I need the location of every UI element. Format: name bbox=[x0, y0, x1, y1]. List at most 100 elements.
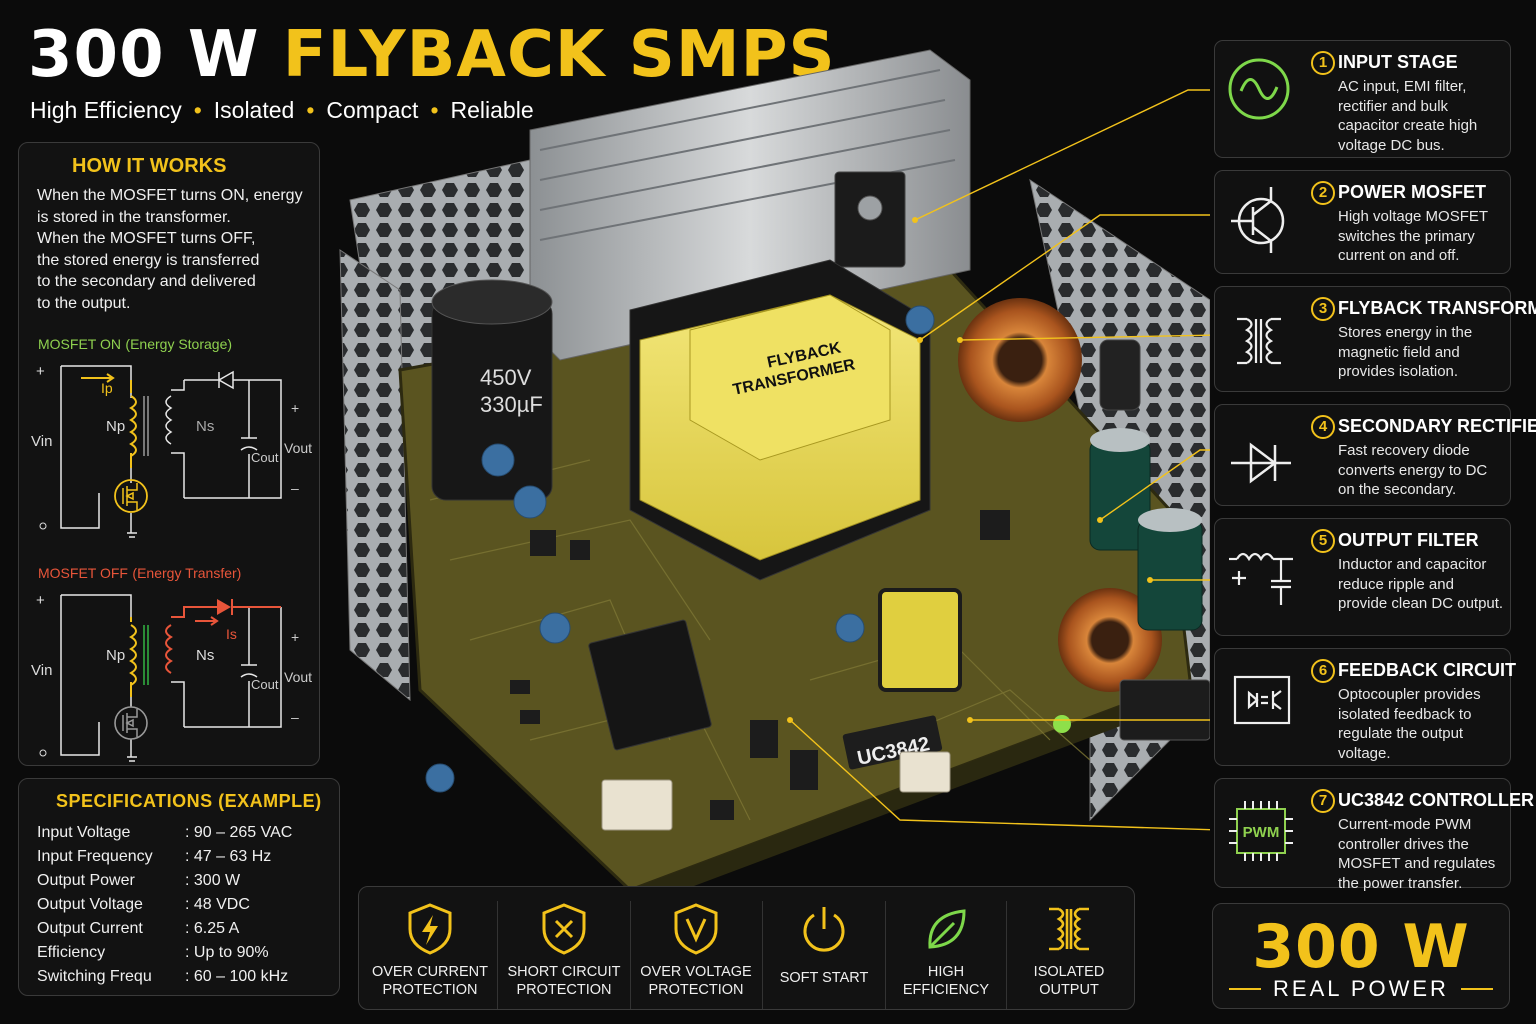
mosfet-on-schematic: + Vin Np Ns Ip Cout Vout + – bbox=[31, 363, 312, 538]
bullet-dot-icon: • bbox=[306, 97, 315, 123]
spec-label: Output Voltage bbox=[37, 896, 143, 913]
text-line: to the secondary and delivered bbox=[37, 273, 256, 291]
mosfet-off-heading: MOSFET OFF (Energy Transfer) bbox=[38, 565, 241, 583]
spec-value: : 300 W bbox=[185, 872, 241, 889]
feature-label-line: PROTECTION bbox=[382, 982, 478, 998]
ceramic-capacitors bbox=[425, 305, 935, 793]
mosfet-on-note: (Energy Storage) bbox=[125, 336, 233, 352]
flyback-transformer: FLYBACK TRANSFORMER bbox=[629, 259, 931, 581]
schematic-np: Np bbox=[106, 418, 125, 435]
tagline-item: Compact bbox=[326, 97, 419, 123]
mosfet-off-note: (Energy Transfer) bbox=[132, 565, 242, 581]
feature-short-circuit: SHORT CIRCUIT PROTECTION bbox=[499, 887, 629, 1021]
input-toroid-inductor bbox=[958, 298, 1082, 422]
output-capacitors bbox=[1089, 339, 1203, 631]
stage-number: 6 bbox=[1311, 659, 1335, 683]
stage-title: OUTPUT FILTER bbox=[1338, 530, 1479, 550]
transformer-icon bbox=[1237, 317, 1281, 365]
chassis-left-wall bbox=[339, 249, 411, 702]
schematic-cout: Cout bbox=[251, 450, 279, 465]
feature-label-line: PROTECTION bbox=[516, 982, 612, 998]
schematic-plus: + bbox=[36, 592, 45, 609]
feature-label: SHORT CIRCUIT PROTECTION bbox=[499, 963, 629, 999]
tagline-item: Isolated bbox=[213, 97, 295, 123]
stage-title: SECONDARY RECTIFIER bbox=[1338, 416, 1536, 436]
smd-components bbox=[510, 510, 1010, 820]
title-power: 300 W bbox=[28, 18, 260, 92]
spec-value: : 6.25 A bbox=[185, 920, 240, 937]
input-connector bbox=[601, 779, 673, 831]
spec-row: Output Power : 300 W bbox=[37, 872, 240, 890]
feature-label-line: SOFT START bbox=[779, 970, 869, 986]
transistor-icon bbox=[1231, 187, 1285, 253]
capacitor-rating: 450V bbox=[480, 365, 532, 390]
lc-filter-icon bbox=[1229, 552, 1293, 605]
mosfet-on-title: MOSFET ON bbox=[38, 336, 121, 352]
stage-number: 3 bbox=[1311, 297, 1335, 321]
specifications-panel: SPECIFICATIONS (EXAMPLE) Input Voltage: … bbox=[18, 778, 340, 996]
how-it-works-text: When the MOSFET turns ON, energy is stor… bbox=[37, 185, 317, 315]
tagline: High Efficiency•Isolated•Compact•Reliabl… bbox=[30, 97, 534, 124]
feature-label: SOFT START bbox=[763, 969, 885, 987]
feature-soft-start: SOFT START bbox=[763, 887, 885, 1021]
stage-number: 2 bbox=[1311, 181, 1335, 205]
bulk-capacitor: 450V 330µF bbox=[431, 279, 553, 501]
feature-label-line: SHORT CIRCUIT bbox=[507, 964, 621, 980]
stage-panel-output-filter: 5 OUTPUT FILTER Inductor and capacitor r… bbox=[1214, 518, 1511, 636]
leaf-icon bbox=[928, 909, 966, 949]
schematic-vin: Vin bbox=[31, 662, 52, 679]
feature-label-line: PROTECTION bbox=[648, 982, 744, 998]
output-toroid-inductor bbox=[1058, 588, 1162, 692]
schematic-plus: + bbox=[291, 629, 299, 645]
schematic-np: Np bbox=[106, 647, 125, 664]
spec-label: Efficiency bbox=[37, 944, 106, 961]
stage-description: AC input, EMI filter, rectifier and bulk… bbox=[1338, 78, 1478, 154]
page-title: 300 W FLYBACK SMPS bbox=[28, 18, 836, 92]
schematic-ns: Ns bbox=[196, 418, 214, 435]
stage-description: Optocoupler provides isolated feedback t… bbox=[1338, 686, 1481, 762]
text-line: is stored in the transformer. bbox=[37, 208, 231, 226]
stage-title: UC3842 CONTROLLER bbox=[1338, 790, 1535, 810]
smps-board-illustration: 450V 330µF FLYBACK TRANSFORMER UC3842 bbox=[339, 49, 1210, 890]
stage-number: 5 bbox=[1311, 529, 1335, 553]
schematic-minus: – bbox=[291, 709, 299, 725]
feature-isolated-output: ISOLATED OUTPUT bbox=[1007, 887, 1131, 1021]
text-line: When the MOSFET turns ON, energy bbox=[37, 187, 303, 204]
text-line: When the MOSFET turns OFF, bbox=[37, 230, 256, 248]
stage-description: Stores energy in the magnetic field and … bbox=[1338, 324, 1473, 381]
schematic-cout: Cout bbox=[251, 677, 279, 692]
spec-label: Input Voltage bbox=[37, 824, 131, 841]
spec-label: Output Power bbox=[37, 872, 135, 889]
feature-label-line: ISOLATED bbox=[1033, 964, 1105, 980]
pwm-label: PWM bbox=[1243, 824, 1280, 841]
pwm-chip-icon: PWM bbox=[1229, 801, 1293, 861]
spec-row: Output Current: 6.25 A bbox=[37, 920, 239, 938]
how-it-works-panel: HOW IT WORKS When the MOSFET turns ON, e… bbox=[18, 142, 320, 766]
text-line: to the output. bbox=[37, 294, 131, 312]
badge-caption: REAL POWER bbox=[1273, 976, 1449, 1001]
stage-panel-uc3842-controller: PWM 7 UC3842 CONTROLLER Current-mode PWM… bbox=[1214, 778, 1534, 892]
stage-panel-power-mosfet: 2 POWER MOSFET High voltage MOSFET switc… bbox=[1214, 170, 1511, 274]
mosfet-off-schematic: + Vin Np Ns Is Cout Vout + – bbox=[31, 592, 312, 762]
feature-label-line: OUTPUT bbox=[1039, 982, 1099, 998]
spec-label: Input Frequency bbox=[37, 848, 153, 865]
bullet-dot-icon: • bbox=[193, 97, 202, 123]
spec-value: : 48 VDC bbox=[185, 896, 250, 913]
schematic-ip: Ip bbox=[101, 380, 113, 396]
schematic-vin: Vin bbox=[31, 433, 52, 450]
feature-label: ISOLATED OUTPUT bbox=[1007, 963, 1131, 999]
stage-number: 7 bbox=[1311, 789, 1335, 813]
feature-label-line: EFFICIENCY bbox=[902, 982, 990, 998]
tagline-item: High Efficiency bbox=[30, 97, 182, 123]
callout-leader-lines bbox=[789, 89, 1210, 831]
schematic-vout: Vout bbox=[284, 440, 312, 456]
stage-number: 1 bbox=[1311, 51, 1335, 75]
text-line: the stored energy is transferred bbox=[37, 251, 260, 269]
real-power-badge: 300 W REAL POWER bbox=[1212, 903, 1510, 1009]
